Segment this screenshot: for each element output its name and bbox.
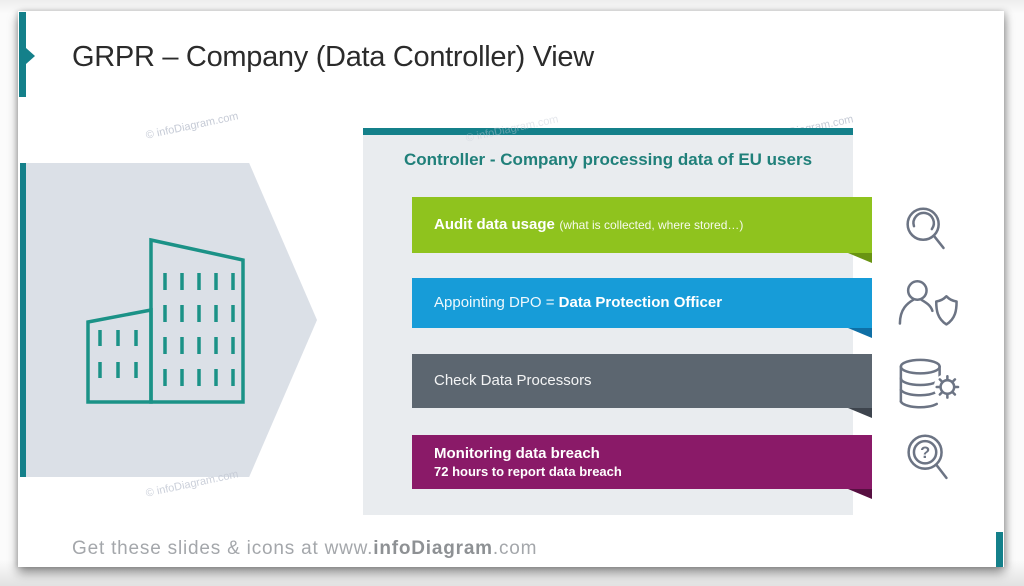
banner-appointing-dpo: Appointing DPO = Data Protection Officer [412,278,872,338]
magnifier-question-icon: ? [890,425,966,493]
magnifier-icon [890,197,966,265]
banner-prefix: Appointing DPO = [434,294,559,311]
accent-chevron-icon [26,48,35,64]
accent-bar-top-left [19,12,26,97]
banner-check-data-processors: Check Data Processors [412,354,872,418]
panel-top-accent-bar [363,128,853,135]
ribbon-fold [848,489,872,499]
user-shield-icon [890,272,966,340]
banner-emphasis: Data Protection Officer [558,294,723,311]
ribbon-fold [848,253,872,263]
footer-prefix: Get these slides & icons at www. [72,538,374,559]
ribbon-fold [848,408,872,418]
watermark: © infoDiagram.com [144,110,240,142]
footer-credit: Get these slides & icons at www.infoDiag… [72,538,537,560]
banner-monitoring-data-breach: Monitoring data breach 72 hours to repor… [412,435,872,499]
panel-header: Controller - Company processing data of … [403,150,813,169]
slide-title: GRPR – Company (Data Controller) View [72,41,594,73]
database-gear-icon [890,352,966,420]
banner-title: Audit data usage [434,216,555,233]
footer-brand-link: infoDiagram [373,538,493,559]
office-building-icon [85,237,250,404]
ribbon-fold [848,328,872,338]
slide: GRPR – Company (Data Controller) View © … [18,11,1004,567]
banner-title: Check Data Processors [434,372,592,389]
accent-bar-bottom-right [996,532,1003,567]
banner-audit-data-usage: Audit data usage (what is collected, whe… [412,197,872,263]
banner-title: Monitoring data breach [434,445,600,462]
banner-note: (what is collected, where stored…) [559,218,744,232]
company-arrow-accent-bar [20,163,26,477]
banner-subtitle: 72 hours to report data breach [434,464,622,479]
company-arrow-shape [22,163,317,477]
footer-suffix: .com [492,538,538,559]
question-glyph: ? [920,444,930,462]
